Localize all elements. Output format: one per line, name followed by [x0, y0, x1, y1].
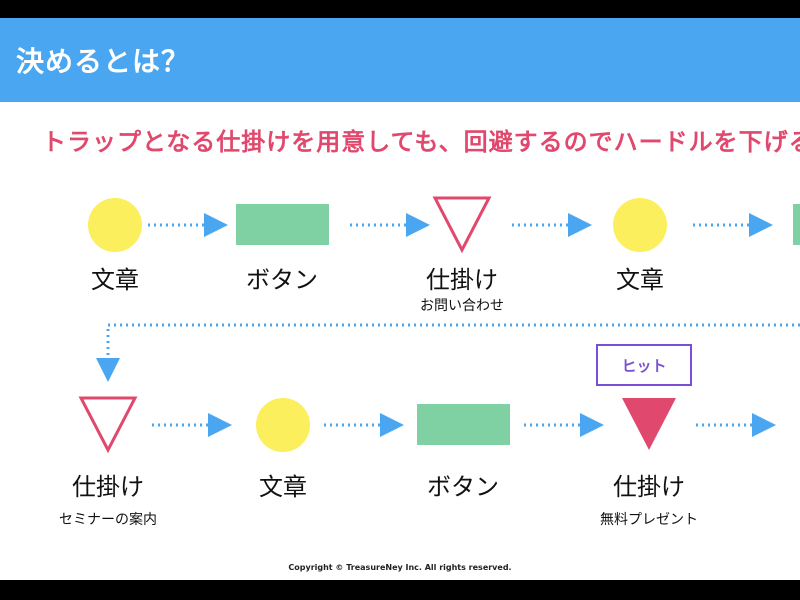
row2-node-1-triangle	[78, 396, 138, 454]
row2-node-2-circle	[256, 398, 310, 452]
row2-node-3-label: ボタン	[427, 473, 499, 501]
row2-node-4-sub: 無料プレゼント	[600, 512, 698, 528]
slide: 決めるとは？ トラップとなる仕掛けを用意しても、回避するのでハードルを下げる	[0, 18, 800, 580]
flow-diagram	[78, 196, 800, 454]
page-title: 決めるとは？	[16, 45, 191, 78]
row1-node-3-sub: お問い合わせ	[420, 298, 504, 314]
row1-node-3-label: 仕掛け	[426, 266, 498, 294]
row2-node-2-label: 文章	[259, 473, 307, 501]
row2-node-3-rect	[417, 404, 510, 445]
row1-node-1-label: 文章	[91, 266, 139, 294]
hit-badge: ヒット	[596, 344, 692, 386]
row-connector-arrow	[96, 323, 800, 382]
row2-node-4-label: 仕掛け	[613, 473, 685, 501]
subtitle-text: トラップとなる仕掛けを用意しても、回避するのでハードルを下げる	[42, 128, 800, 156]
row1-node-5-rect	[793, 204, 800, 245]
row1-node-4-label: 文章	[616, 266, 664, 294]
header-bar: 決めるとは？	[0, 18, 800, 102]
row1-node-1-circle	[88, 198, 142, 252]
copyright-text: Copyright © TreasureNey Inc. All rights …	[288, 563, 512, 572]
row1-node-2-rect	[236, 204, 329, 245]
row1-node-2-label: ボタン	[246, 266, 318, 294]
row2-node-4-triangle	[622, 398, 676, 450]
row1-node-4-circle	[613, 198, 667, 252]
row1-node-3-triangle	[432, 196, 492, 254]
row2-node-1-label: 仕掛け	[72, 473, 144, 501]
row2-node-1-sub: セミナーの案内	[59, 512, 157, 528]
